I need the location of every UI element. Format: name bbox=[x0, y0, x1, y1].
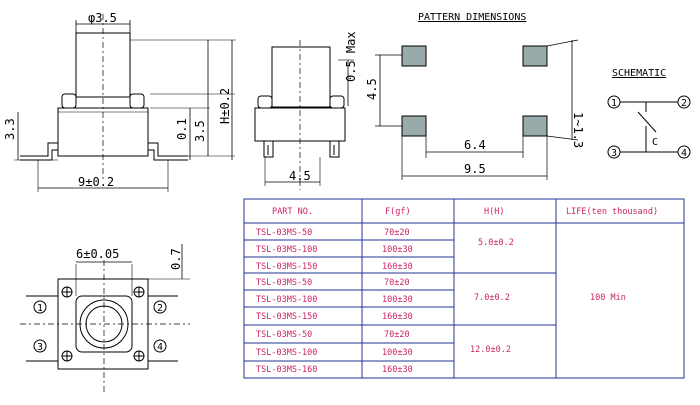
pad-top-right bbox=[522, 45, 548, 67]
table-row-part: TSL-03MS-150 bbox=[256, 262, 317, 272]
side-actuator bbox=[271, 46, 331, 108]
schematic-symbol bbox=[607, 95, 691, 159]
table-row-force: 70±20 bbox=[384, 278, 410, 288]
table-height-group-2: 7.0±0.2 bbox=[474, 293, 510, 303]
table-height-group-1: 5.0±0.2 bbox=[478, 238, 514, 248]
pattern-dim-height: 4.5 bbox=[365, 78, 379, 100]
front-dim-width: 9±0.2 bbox=[78, 175, 114, 189]
schematic-title: SCHEMATIC bbox=[612, 68, 666, 79]
table-header-force: F(gf) bbox=[385, 207, 411, 217]
top-pin-2: 2 bbox=[157, 303, 163, 314]
table-row-force: 160±30 bbox=[382, 262, 413, 272]
front-dim-height: H±0.2 bbox=[218, 88, 232, 124]
front-dim-right-2: 3.5 bbox=[193, 120, 207, 142]
front-view bbox=[14, 14, 236, 192]
table-row-part: TSL-03MS-100 bbox=[256, 295, 317, 305]
table-row-part: TSL-03MS-100 bbox=[256, 245, 317, 255]
table-row-force: 160±30 bbox=[382, 312, 413, 322]
top-pin-1: 1 bbox=[37, 303, 43, 314]
schematic-pin-1: 1 bbox=[611, 98, 617, 109]
front-dim-diameter: φ3.5 bbox=[88, 11, 117, 25]
pad-top-left bbox=[401, 45, 427, 67]
schematic-pin-2: 2 bbox=[681, 98, 687, 109]
table-life-value: 100 Min bbox=[590, 293, 626, 303]
table-header-part: PART NO. bbox=[272, 207, 313, 217]
table-row-part: TSL-03MS-50 bbox=[256, 278, 312, 288]
table-row-part: TSL-03MS-150 bbox=[256, 312, 317, 322]
table-row-force: 100±30 bbox=[382, 295, 413, 305]
pattern-pads bbox=[401, 45, 548, 137]
pad-bottom-left bbox=[401, 115, 427, 137]
table-row-force: 100±30 bbox=[382, 348, 413, 358]
table-row-force: 70±20 bbox=[384, 228, 410, 238]
table-row-part: TSL-03MS-50 bbox=[256, 330, 312, 340]
spec-table bbox=[243, 198, 685, 379]
pad-bottom-right bbox=[522, 115, 548, 137]
pattern-dim-outer: 9.5 bbox=[464, 162, 486, 176]
top-pin-3: 3 bbox=[37, 342, 43, 353]
schematic-contact: C bbox=[652, 137, 658, 148]
table-row-force: 70±20 bbox=[384, 330, 410, 340]
schematic-pin-3: 3 bbox=[611, 148, 617, 159]
pattern-dim-right: 1~1.3 bbox=[571, 112, 585, 148]
table-height-group-3: 12.0±0.2 bbox=[470, 345, 511, 355]
table-row-part: TSL-03MS-50 bbox=[256, 228, 312, 238]
table-row-force: 100±30 bbox=[382, 245, 413, 255]
top-view bbox=[20, 244, 190, 392]
table-header-life: LIFE(ten thousand) bbox=[566, 207, 658, 217]
top-dim-width: 6±0.05 bbox=[76, 247, 119, 261]
side-dim-width: 4.5 bbox=[289, 169, 311, 183]
pattern-dim-inner: 6.4 bbox=[464, 138, 486, 152]
top-dim-right: 0.7 bbox=[169, 248, 183, 270]
pattern-title: PATTERN DIMENSIONS bbox=[418, 12, 526, 23]
side-dim-max: 0.5 Max bbox=[344, 31, 358, 82]
top-pin-4: 4 bbox=[157, 342, 163, 353]
table-row-force: 160±30 bbox=[382, 365, 413, 375]
side-body bbox=[254, 107, 346, 142]
table-row-part: TSL-03MS-100 bbox=[256, 348, 317, 358]
front-dim-right-1: 0.1 bbox=[175, 118, 189, 140]
front-body bbox=[57, 107, 149, 157]
side-view bbox=[254, 40, 354, 190]
table-header-height: H(H) bbox=[484, 207, 504, 217]
table-row-part: TSL-03MS-160 bbox=[256, 365, 317, 375]
front-dim-left: 3.3 bbox=[3, 118, 17, 140]
schematic-pin-4: 4 bbox=[681, 148, 687, 159]
